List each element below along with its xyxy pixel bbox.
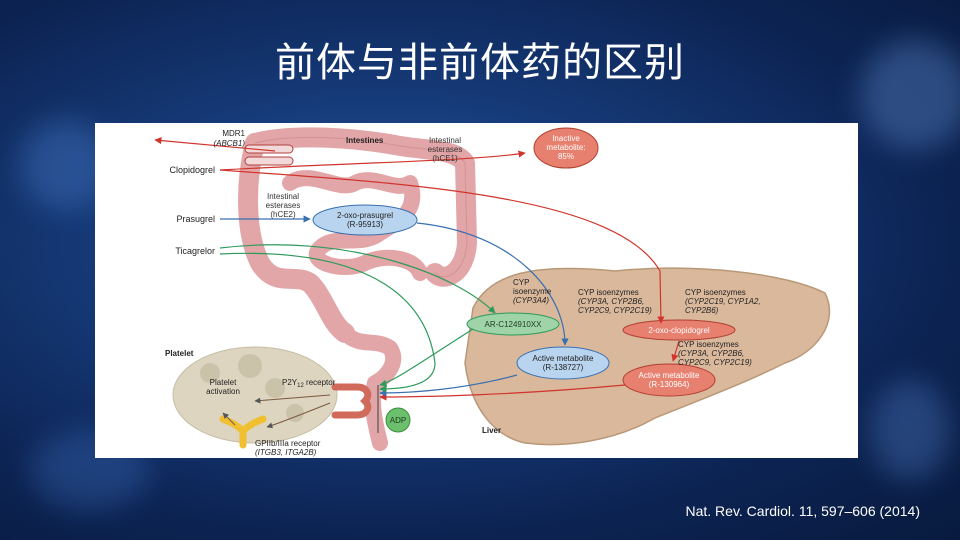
clopidogrel-to-liver-arrow	[219, 169, 665, 324]
citation: Nat. Rev. Cardiol. 11, 597–606 (2014)	[685, 503, 920, 519]
active-prasugrel-label-1: Active metabolite	[533, 354, 594, 363]
prasugrel-label: Prasugrel	[176, 214, 215, 224]
receptor-to-activation-arrow	[254, 394, 331, 404]
inactive-label-2: metabolite:	[546, 143, 585, 152]
oxo-prasugrel-label-1: 2-oxo-prasugrel	[337, 211, 393, 220]
liver-label: Liver	[482, 426, 501, 435]
cyp3a4-label-1: CYP	[513, 278, 529, 287]
hce1-label-1: Intestinal	[429, 136, 461, 145]
hce2-label-2: esterases	[266, 201, 301, 210]
oxo-clopidogrel-node	[622, 319, 736, 341]
cyp3a4-label-3: (CYP3A4)	[513, 296, 549, 305]
adp-molecule	[385, 407, 411, 433]
intestines-label: Intestines	[346, 136, 384, 145]
inactive-label-3: 85%	[558, 152, 574, 161]
cyp-prasugrel-label-3: CYP2C9, CYP2C19)	[578, 306, 652, 315]
p2y12-label-sub: 12	[297, 383, 304, 389]
metabolism-diagram: Intestines MDR1 (ABCB1) Intestinal ester…	[154, 127, 831, 457]
receptor-to-gpiib-arrow	[266, 402, 331, 429]
gpiib-label-2: (ITGB3, ITGA2B)	[255, 448, 317, 457]
inactive-label-1: Inactive	[552, 134, 580, 143]
oxo-prasugrel-label-2: (R-95913)	[347, 220, 383, 229]
liver-shape	[464, 267, 831, 446]
cyp-clopidogrel1-label-3: CYP2B6)	[685, 306, 719, 315]
clopidogrel-label: Clopidogrel	[169, 165, 215, 175]
cyp3a4-label-2: isoenzyme	[513, 287, 552, 296]
oxo-to-active-arrow	[671, 340, 680, 362]
bokeh-light	[860, 40, 960, 150]
ar-to-receptor-arrow	[379, 328, 474, 387]
p2y12-label-tail: receptor	[304, 378, 336, 387]
hce2-label-1: Intestinal	[267, 192, 299, 201]
cyp-clopidogrel2-label-3: CYP2C9, CYP2C19)	[678, 358, 752, 367]
cyp-clopidogrel2-label-2: (CYP3A, CYP2B6,	[678, 349, 744, 358]
p2y12-label: P2Y12 receptor	[282, 378, 336, 389]
mdr1-label: MDR1	[222, 129, 245, 138]
platelet-activation-label-1: Platelet	[210, 378, 237, 387]
abcb1-label: (ABCB1)	[213, 139, 245, 148]
oxo-prasugrel-node	[312, 204, 418, 236]
gpiib-to-activation-arrow	[222, 412, 236, 426]
cyp-prasugrel-label-1: CYP isoenzymes	[578, 288, 639, 297]
active-metabolite-clopidogrel-node	[622, 363, 716, 397]
hce2-label-3: (hCE2)	[270, 210, 296, 219]
active-clopidogrel-to-receptor-arrow	[379, 384, 626, 401]
inactive-metabolite-node	[533, 127, 599, 169]
ar-metabolite-node	[466, 312, 560, 336]
hce1-label-3: (hCE1)	[432, 154, 458, 163]
platelet-activation-label-2: activation	[206, 387, 240, 396]
ticagrelor-label: Ticagrelor	[175, 246, 215, 256]
active-clopidogrel-label-2: (R-130964)	[649, 380, 690, 389]
cyp-prasugrel-label-2: (CYP3A, CYP2B6,	[578, 297, 644, 306]
oxo-to-active-prasugrel-arrow	[416, 222, 569, 346]
ar-metabolite-label: AR-C124910XX	[485, 320, 543, 329]
mdr1-pump-icon	[244, 144, 294, 166]
active-metabolite-prasugrel-node	[516, 346, 610, 380]
granule	[200, 363, 220, 383]
p2y12-receptor-icon	[331, 383, 372, 419]
mdr1-efflux-arrow	[154, 137, 276, 152]
active-prasugrel-label-2: (R-138727)	[543, 363, 584, 372]
granule	[286, 404, 304, 422]
slide-title: 前体与非前体药的区别	[275, 40, 685, 86]
active-clopidogrel-label-1: Active metabolite	[639, 371, 700, 380]
cyp-clopidogrel2-label-1: CYP isoenzymes	[678, 340, 739, 349]
adp-label: ADP	[390, 416, 406, 425]
p2y12-label-main: P2Y	[282, 378, 298, 387]
granule	[265, 378, 285, 398]
clopidogrel-to-inactive-arrow	[219, 150, 526, 171]
granule	[238, 354, 262, 378]
bokeh-light	[870, 380, 950, 480]
active-prasugrel-to-receptor-arrow	[379, 374, 518, 397]
platelet-label: Platelet	[165, 349, 194, 358]
cyp-clopidogrel1-label-1: CYP isoenzymes	[685, 288, 746, 297]
ticagrelor-to-receptor-arrow	[219, 252, 436, 393]
ticagrelor-to-ar-arrow	[219, 244, 496, 314]
cyp-clopidogrel1-label-2: (CYP2C19, CYP1A2,	[685, 297, 761, 306]
hce1-label-2: esterases	[428, 145, 463, 154]
gpiib-label-1: GPIIb/IIIa receptor	[255, 439, 321, 448]
drug-metabolism-figure: Intestines MDR1 (ABCB1) Intestinal ester…	[95, 123, 858, 458]
oxo-clopidogrel-label: 2-oxo-clopidogrel	[648, 326, 710, 335]
gpiib-receptor-icon	[219, 415, 267, 449]
